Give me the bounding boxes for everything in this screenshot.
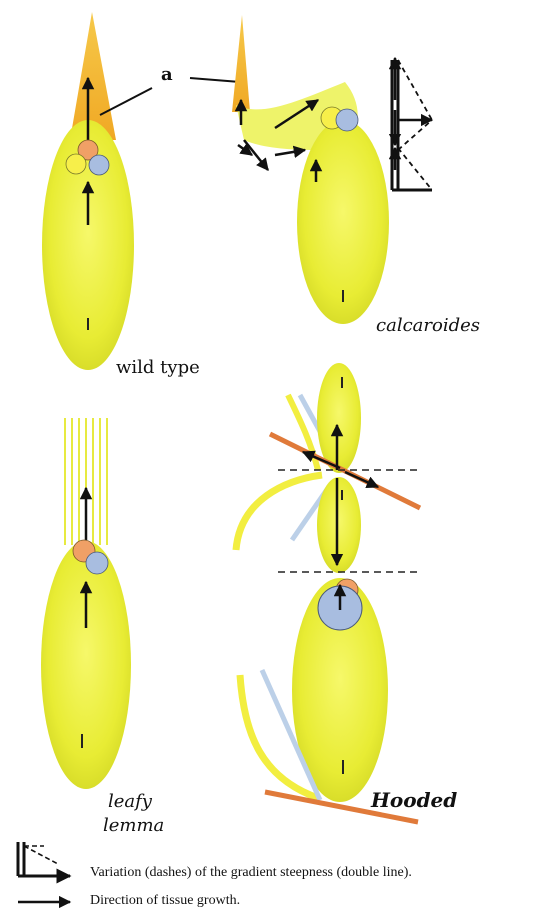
hooded-upper-organ xyxy=(317,363,361,473)
legend-gradient-symbol xyxy=(18,842,70,876)
calcaroides-panel xyxy=(232,15,389,324)
label-leafy: leafy xyxy=(108,791,152,812)
legend-growth-text: Direction of tissue growth. xyxy=(90,893,240,909)
label-lemma: lemma xyxy=(103,815,164,836)
blue-circle xyxy=(86,552,108,574)
blue-circle xyxy=(336,109,358,131)
label-calcaroides: calcaroides xyxy=(376,315,480,336)
gradient-steepness-symbol xyxy=(392,58,432,190)
label-hooded: Hooded xyxy=(371,788,457,812)
label-wild-type: wild type xyxy=(116,357,200,378)
wild-type-panel xyxy=(42,12,134,370)
label-a: a xyxy=(161,64,173,85)
legend-gradient-text: Variation (dashes) of the gradient steep… xyxy=(90,865,412,881)
yellow-curve-upper-left xyxy=(288,395,318,470)
calcaroides-spur xyxy=(232,15,250,112)
a-pointer-right xyxy=(190,78,240,82)
calcaroides-arrow-right xyxy=(275,150,305,155)
yellow-circle xyxy=(66,154,86,174)
blue-circle xyxy=(89,155,109,175)
hooded-middle-organ xyxy=(317,477,361,573)
hooded-panel xyxy=(236,363,420,822)
leafy-lemma-organ xyxy=(41,541,131,789)
leafy-lemma-panel xyxy=(41,418,131,789)
